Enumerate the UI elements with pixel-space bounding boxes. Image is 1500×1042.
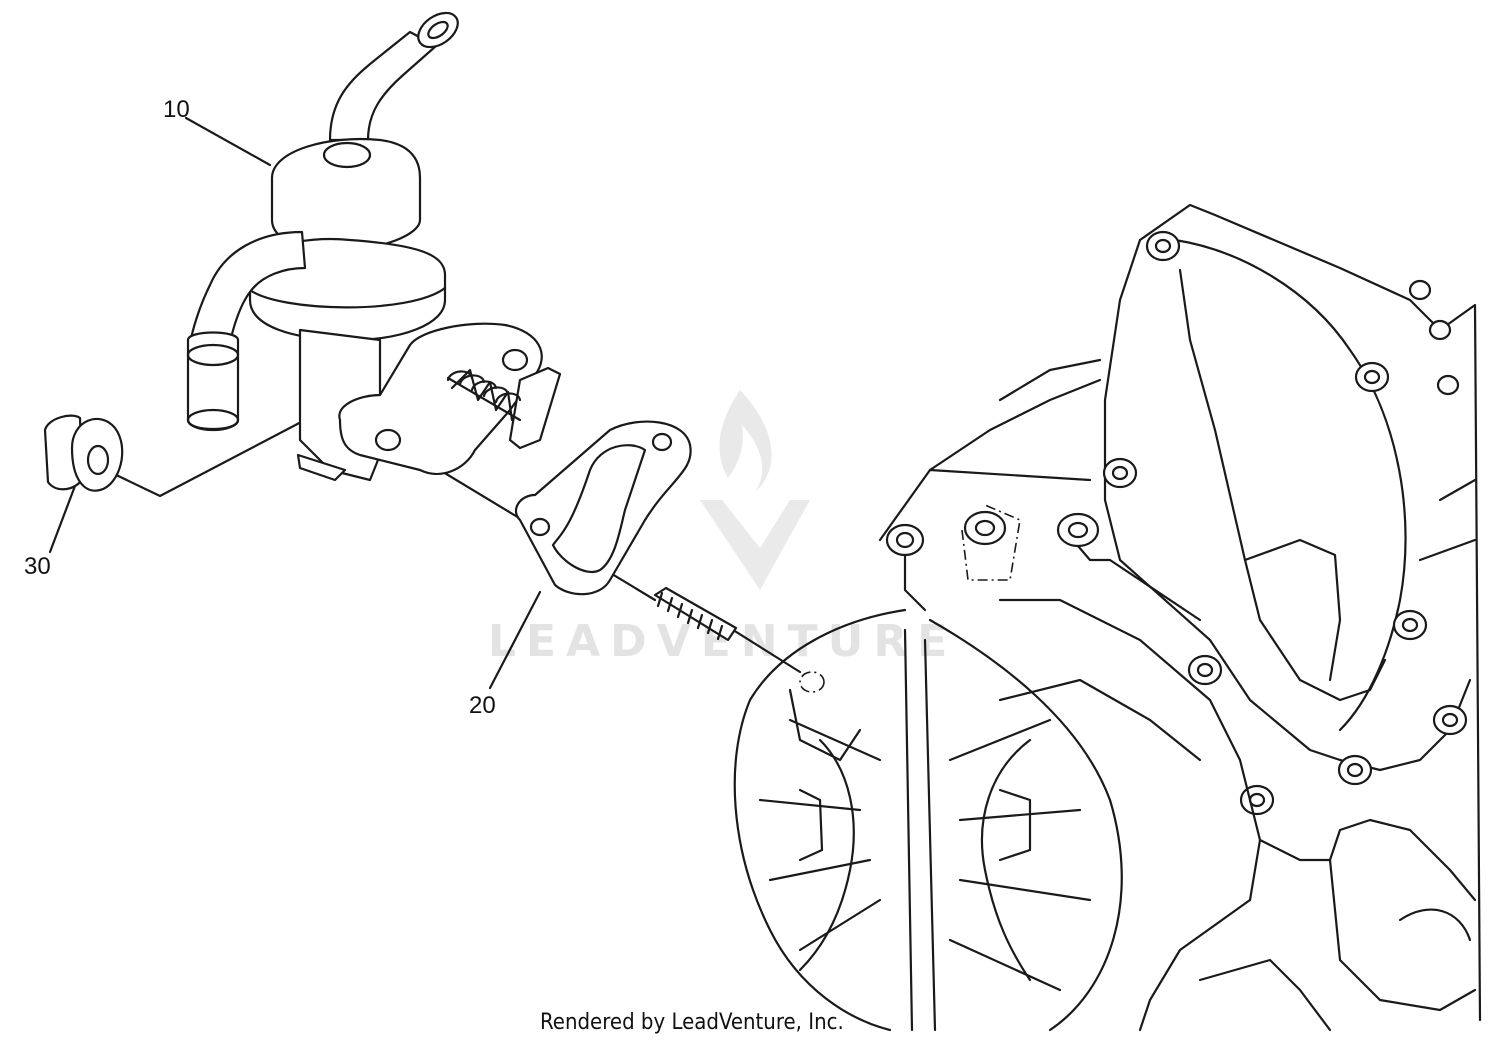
callout-part-30: 30 — [24, 553, 51, 580]
credit-text: Rendered by LeadVenture, Inc. — [540, 1010, 844, 1035]
mounting-stud — [653, 586, 738, 642]
gasket-part-20 — [514, 420, 692, 596]
flywheel-housing — [733, 608, 1332, 1032]
leadventure-watermark-logo — [700, 390, 810, 590]
pump-spring — [446, 368, 522, 422]
callout-part-10: 10 — [163, 96, 190, 123]
fuel-pump-part-10 — [186, 11, 562, 482]
nut-part-30 — [43, 414, 124, 492]
engine-block — [878, 203, 1482, 1032]
callout-part-20: 20 — [469, 692, 496, 719]
flange-holes — [1102, 230, 1468, 816]
